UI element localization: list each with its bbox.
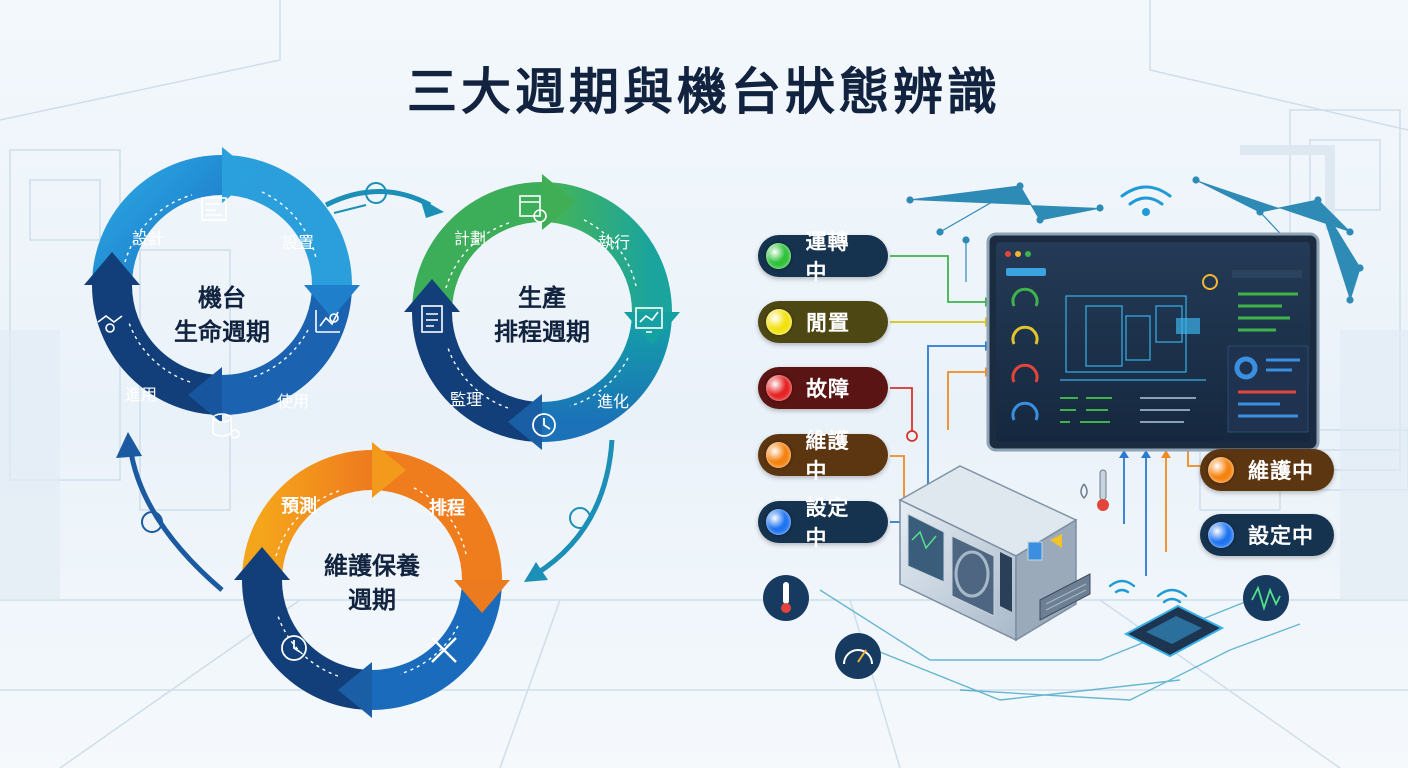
temperature-sensor-icon <box>1080 469 1109 511</box>
clock-gear-icon <box>281 635 307 661</box>
status-light-orange-right <box>1208 457 1234 483</box>
status-fault-label: 故障 <box>806 377 850 401</box>
status-running-label: 運轉中 <box>805 230 850 284</box>
database-gear-icon <box>212 413 240 439</box>
monitor-chart-icon <box>635 307 663 333</box>
cnc-machine <box>898 465 1091 642</box>
status-running: 運轉中 <box>758 230 888 284</box>
cycle1-stage-setup: 設置 <box>282 233 314 252</box>
thermometer-icon <box>763 575 809 621</box>
calendar-clock-icon <box>519 195 547 223</box>
clipboard-icon <box>421 305 443 333</box>
status-light-blue-right <box>1208 522 1234 548</box>
cycle3-name-line1: 維護保養 <box>324 552 420 580</box>
cycle1-name-line1: 機台 <box>198 284 246 312</box>
status-light-blue <box>766 509 792 535</box>
cycle1-stage-deploy: 進用 <box>125 385 157 404</box>
cycle2-name-line2: 排程週期 <box>494 318 590 346</box>
connector-arrow-2-3 <box>524 439 615 582</box>
blueprint-icon <box>201 197 227 221</box>
wifi-icon <box>1120 185 1172 216</box>
page-title: 三大週期與機台狀態辨識 <box>407 63 1001 121</box>
gear-chart-icon <box>315 310 340 333</box>
status-light-red <box>766 375 792 401</box>
status-fault: 故障 <box>758 367 888 409</box>
status-light-yellow <box>766 309 792 335</box>
cycle3-stage-predict: 預測 <box>281 495 317 517</box>
cycle-production-scheduling: 生產 排程週期 計劃 執行 進化 監理 <box>404 174 680 450</box>
vibration-icon <box>1243 575 1289 621</box>
status-setting-right: 設定中 <box>1200 514 1334 556</box>
cycle2-stage-plan: 計劃 <box>454 229 486 248</box>
status-idle-label: 閒置 <box>806 311 850 335</box>
status-maintenance-right: 維護中 <box>1200 449 1334 491</box>
handshake-icon <box>97 315 123 333</box>
cycle2-stage-execute: 執行 <box>598 233 630 252</box>
cycle1-name-line2: 生命週期 <box>174 318 270 346</box>
status-light-orange <box>766 442 792 468</box>
cycle3-stage-schedule: 排程 <box>429 497 465 519</box>
status-maintenance: 維護中 <box>758 429 888 483</box>
cycle2-stage-evolve: 進化 <box>597 392 629 411</box>
status-maintenance-right-label: 維護中 <box>1248 459 1314 483</box>
connector-arrow-3-1 <box>116 432 224 592</box>
wifi-chip-icon <box>1108 579 1188 604</box>
chip-icon <box>1123 604 1225 658</box>
cycle-maintenance: 維護保養 週期 預測 排程 <box>234 442 510 718</box>
status-setting-label: 設定中 <box>805 496 850 550</box>
cycle-machine-lifecycle: 機台 生命週期 設計 設置 使用 進用 <box>84 147 360 439</box>
gauge-icon <box>835 633 881 679</box>
clock-icon <box>532 413 556 437</box>
dashboard-monitor <box>986 232 1320 452</box>
wrench-screwdriver-icon <box>431 637 457 663</box>
cycle2-name-line1: 生產 <box>518 284 566 312</box>
cycle2-stage-supervise: 監理 <box>450 390 482 409</box>
connector-arrow-1-2 <box>324 182 444 218</box>
status-setting-right-label: 設定中 <box>1248 524 1314 548</box>
cycle3-name-line2: 週期 <box>348 586 396 614</box>
cycle1-stage-design: 設計 <box>132 229 164 248</box>
status-maintenance-label: 維護中 <box>805 429 850 483</box>
status-setting: 設定中 <box>758 496 888 550</box>
status-light-green <box>766 243 792 269</box>
cycle1-stage-use: 使用 <box>277 392 309 411</box>
status-idle: 閒置 <box>758 301 888 343</box>
